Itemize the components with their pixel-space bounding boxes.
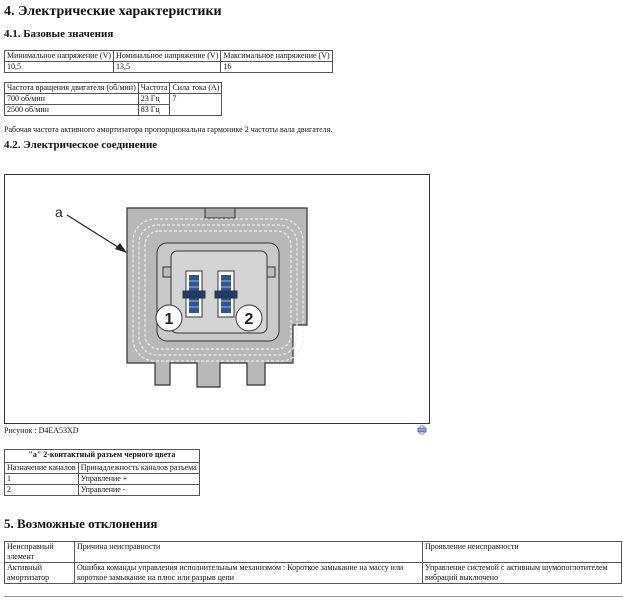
- faults-row-cause: Ошибка команды управления исполнительным…: [74, 562, 423, 584]
- freq-row-2-rpm: 2500 об/мин: [4, 104, 139, 116]
- right-notch: [266, 266, 276, 278]
- frequency-table: Частота вращения двигателя (об/мин) Част…: [4, 82, 223, 116]
- connector-figure: 1 2 a: [4, 174, 430, 424]
- pin-2-marker: [235, 304, 263, 332]
- section-5-title: 5. Возможные отклонения: [4, 516, 158, 531]
- callout-a-arrowhead: [115, 243, 127, 253]
- voltage-value-max: 16: [220, 61, 333, 73]
- section-4-title: 4. Электрические характеристики: [4, 4, 222, 19]
- left-notch: [162, 266, 172, 278]
- freq-header-freq: Частота: [137, 82, 171, 94]
- voltage-value-min: 10,5: [3, 61, 115, 73]
- bottom-divider: [4, 596, 623, 597]
- freq-header-current: Сила тока (А): [169, 82, 223, 94]
- connector-header-assignment: Принадлежность каналов разъема: [77, 462, 200, 474]
- voltage-header-max: Максимальное напряжение (V): [220, 50, 333, 62]
- voltage-header-min: Минимальное напряжение (V): [3, 50, 115, 62]
- freq-current-value: 7: [169, 93, 223, 116]
- figure-caption: Рисунок : D4EA53XD: [4, 426, 79, 435]
- subsection-4-1-title: 4.1. Базовые значения: [4, 28, 114, 40]
- pin-2-label: 2: [245, 311, 254, 328]
- connector-table-title: "a" 2-контактный разъем черного цвета: [4, 449, 200, 463]
- voltage-value-nom: 13,5: [113, 61, 222, 73]
- connector-row-1-assignment: Управление +: [77, 473, 200, 485]
- pin-1-marker: [155, 304, 183, 332]
- freq-row-1-rpm: 700 об/мин: [4, 93, 139, 105]
- print-icon[interactable]: [417, 425, 427, 435]
- connector-header-channel: Назначение каналов: [4, 462, 79, 474]
- subsection-4-2-title: 4.2. Электрическое соединение: [4, 139, 158, 151]
- connector-row-2-assignment: Управление -: [77, 484, 200, 496]
- connector-row-1-channel: 1: [4, 473, 79, 485]
- faults-header-element: Неисправный элемент: [4, 541, 75, 563]
- terminal-2: [214, 270, 238, 318]
- connector-table: "a" 2-контактный разъем черного цвета На…: [4, 449, 200, 496]
- connector-row-2-channel: 2: [4, 484, 79, 496]
- seal-ring-outer: [132, 218, 304, 362]
- connector-drawing: 1 2 a: [55, 204, 308, 388]
- callout-a-leader: [66, 214, 122, 250]
- callout-a-label: a: [55, 204, 63, 220]
- voltage-table: Минимальное напряжение (V) Номинальное н…: [3, 50, 333, 73]
- faults-row-element: Активный амортизатор: [4, 562, 75, 584]
- faults-header-cause: Причина неисправности: [74, 541, 423, 563]
- freq-row-2-freq: 83 Гц: [137, 104, 171, 116]
- freq-header-rpm: Частота вращения двигателя (об/мин): [4, 82, 139, 94]
- faults-table: Неисправный элемент Причина неисправност…: [4, 541, 622, 584]
- freq-row-1-freq: 23 Гц: [137, 93, 171, 105]
- seal-ring-middle: [138, 224, 298, 356]
- connector-top-tab: [204, 207, 236, 219]
- pin-1-label: 1: [165, 311, 174, 328]
- voltage-header-nom: Номинальное напряжение (V): [113, 50, 222, 62]
- seal-ring-inner: [144, 230, 292, 350]
- faults-row-symptom: Управление системой с активным шумопогло…: [422, 562, 622, 584]
- frequency-note: Рабочая частота активного амортизатора п…: [4, 125, 333, 134]
- terminal-1: [182, 270, 206, 318]
- faults-header-symptom: Проявление неисправности: [422, 541, 622, 563]
